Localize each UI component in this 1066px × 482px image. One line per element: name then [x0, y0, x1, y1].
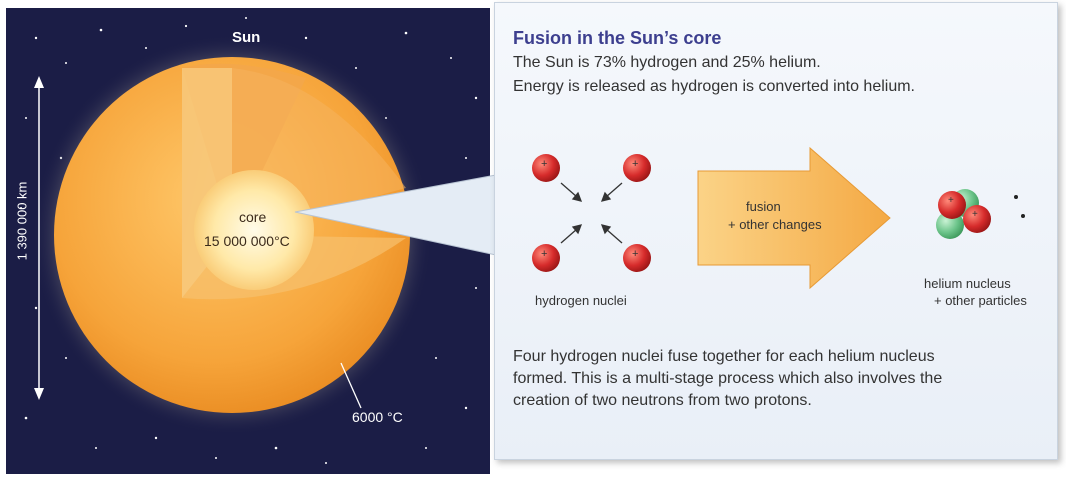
proton-symbol: +	[632, 248, 639, 260]
description-line: formed. This is a multi-stage process wh…	[513, 370, 943, 387]
stars	[20, 17, 478, 464]
energy-text: Energy is released as hydrogen is conver…	[513, 78, 915, 95]
composition-text: The Sun is 73% hydrogen and 25% helium.	[513, 54, 821, 71]
helium-nucleus	[936, 189, 991, 239]
hydrogen-nucleus	[532, 244, 560, 272]
fusion-label: fusion	[746, 199, 781, 214]
fusion-description: Four hydrogen nuclei fuse together for e…	[513, 346, 1033, 412]
space-background: Sun 1 390 000 km core 15 000 000°C 6000 …	[6, 8, 490, 474]
surface-temp-label: 6000 °C	[352, 409, 403, 425]
other-particles-label: + other particles	[934, 293, 1027, 308]
fusion-arrow	[697, 146, 891, 290]
particle-dot	[1014, 195, 1018, 199]
hydrogen-label: hydrogen nuclei	[535, 293, 627, 308]
sun-core	[194, 170, 314, 290]
info-panel: Fusion in the Sun’s core The Sun is 73% …	[494, 2, 1058, 460]
sun-illustration	[20, 17, 478, 464]
proton-symbol: +	[632, 158, 639, 170]
converge-arrows	[560, 182, 623, 244]
core-label: core	[239, 209, 267, 225]
core-temp-label: 15 000 000°C	[204, 233, 290, 249]
diameter-arrow	[34, 76, 44, 400]
description-line: creation of two neutrons from two proton…	[513, 392, 812, 409]
helium-label: helium nucleus	[924, 276, 1011, 291]
proton-symbol: +	[541, 158, 548, 170]
description-line: Four hydrogen nuclei fuse together for e…	[513, 348, 935, 365]
panel-title: Fusion in the Sun’s core	[513, 28, 722, 48]
hydrogen-nucleus	[532, 154, 560, 182]
surface-temp-leader	[340, 362, 362, 409]
particle-dot	[1021, 214, 1025, 218]
hydrogen-nucleus	[623, 244, 651, 272]
other-changes-label: + other changes	[728, 217, 822, 232]
proton-symbol: +	[541, 248, 548, 260]
hydrogen-nucleus	[623, 154, 651, 182]
proton-symbol: +	[972, 209, 978, 220]
proton-symbol: +	[948, 195, 954, 206]
sun-title: Sun	[232, 29, 261, 46]
fusion-diagram	[532, 146, 1025, 290]
